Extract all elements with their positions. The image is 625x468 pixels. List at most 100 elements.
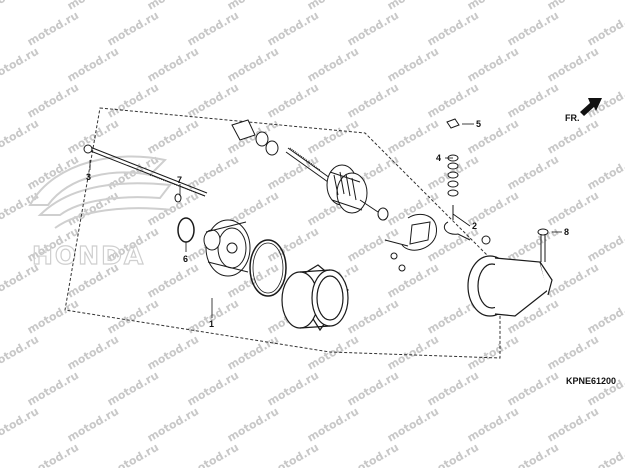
brush-holder-part bbox=[384, 213, 437, 272]
watermark-text: motod.ru bbox=[385, 405, 441, 445]
watermark-text: motod.ru bbox=[545, 333, 601, 373]
watermark-text: motod.ru bbox=[305, 45, 361, 85]
watermark-text: motod.ru bbox=[145, 261, 201, 301]
watermark-text: motod.ru bbox=[145, 45, 201, 85]
watermark-text: motod.ru bbox=[545, 45, 601, 85]
callout-7: 7 bbox=[177, 175, 182, 185]
shaft-washers bbox=[231, 119, 389, 221]
watermark-text: motod.ru bbox=[425, 9, 481, 49]
watermark-text: motod.ru bbox=[345, 9, 401, 49]
watermark-text: motod.ru bbox=[225, 405, 281, 445]
large-o-ring-inner bbox=[252, 242, 284, 294]
armature-part bbox=[285, 147, 379, 214]
watermark-text: motod.ru bbox=[585, 441, 625, 468]
watermark-text: motod.ru bbox=[0, 45, 41, 85]
assembly-boundary bbox=[64, 107, 501, 359]
watermark-text: motod.ru bbox=[0, 333, 41, 373]
yoke-housing-part bbox=[281, 264, 349, 332]
watermark-text: motod.ru bbox=[25, 369, 81, 409]
watermark-text: motod.ru bbox=[105, 441, 161, 468]
callout-8: 8 bbox=[564, 227, 569, 237]
callout-6: 6 bbox=[183, 254, 188, 264]
watermark-text: motod.ru bbox=[345, 369, 401, 409]
watermark-text: motod.ru bbox=[425, 81, 481, 121]
watermark-text: motod.ru bbox=[265, 81, 321, 121]
watermark-text: motod.ru bbox=[305, 405, 361, 445]
watermark-text: motod.ru bbox=[185, 81, 241, 121]
watermark-text: motod.ru bbox=[105, 9, 161, 49]
watermark-text: motod.ru bbox=[0, 405, 41, 445]
watermark-text: motod.ru bbox=[25, 81, 81, 121]
callout-leaders bbox=[89, 123, 562, 318]
watermark-text: motod.ru bbox=[265, 9, 321, 49]
rear-cover-part bbox=[467, 255, 553, 317]
front-cover-part bbox=[203, 219, 251, 277]
watermark-text: motod.ru bbox=[465, 405, 521, 445]
callout-2: 2 bbox=[472, 221, 477, 231]
watermark-text: motod.ru bbox=[585, 153, 625, 193]
watermark-text: motod.ru bbox=[305, 117, 361, 157]
watermark-text: motod.ru bbox=[585, 369, 625, 409]
watermark-text: motod.ru bbox=[265, 153, 321, 193]
callout-3: 3 bbox=[86, 172, 91, 182]
watermark-text: motod.ru bbox=[185, 369, 241, 409]
watermark-text: motod.ru bbox=[25, 441, 81, 468]
watermark-text: motod.ru bbox=[25, 9, 81, 49]
watermark-text: motod.ru bbox=[65, 45, 121, 85]
direction-label: FR. bbox=[565, 113, 580, 123]
large-o-ring-part bbox=[249, 239, 287, 297]
watermark-text: motod.ru bbox=[145, 405, 201, 445]
long-bolt-part bbox=[83, 144, 208, 197]
watermark-text: motod.ru bbox=[0, 117, 41, 157]
watermark-text: motod.ru bbox=[345, 441, 401, 468]
terminal-stack-part bbox=[443, 118, 491, 245]
watermark-text: motod.ru bbox=[545, 261, 601, 301]
watermark-text: motod.ru bbox=[145, 333, 201, 373]
watermark-text: motod.ru bbox=[385, 45, 441, 85]
watermark-text: motod.ru bbox=[65, 333, 121, 373]
watermark-text: motod.ru bbox=[185, 153, 241, 193]
diagram-code: KPNE61200 bbox=[566, 376, 616, 386]
watermark-text: motod.ru bbox=[505, 369, 561, 409]
watermark-text: motod.ru bbox=[265, 441, 321, 468]
watermark-text: motod.ru bbox=[345, 81, 401, 121]
watermark-text: motod.ru bbox=[465, 45, 521, 85]
watermark-text: motod.ru bbox=[105, 297, 161, 337]
o-ring-part bbox=[177, 217, 195, 243]
callout-4: 4 bbox=[436, 153, 441, 163]
watermark-text: motod.ru bbox=[385, 261, 441, 301]
watermark-text: motod.ru bbox=[385, 117, 441, 157]
watermark-text: motod.ru bbox=[465, 333, 521, 373]
watermark-text: motod.ru bbox=[65, 405, 121, 445]
watermark-text: motod.ru bbox=[0, 189, 41, 229]
watermark-text: motod.ru bbox=[265, 369, 321, 409]
flange-bolt-part bbox=[537, 228, 549, 262]
watermark-text: motod.ru bbox=[225, 45, 281, 85]
watermark-text: motod.ru bbox=[25, 297, 81, 337]
honda-logo: HONDA bbox=[28, 155, 173, 271]
watermark-text: motod.ru bbox=[105, 81, 161, 121]
watermark-text: motod.ru bbox=[0, 0, 41, 13]
watermark-text: motod.ru bbox=[185, 441, 241, 468]
watermark-text: motod.ru bbox=[585, 225, 625, 265]
front-direction-arrow bbox=[580, 98, 602, 116]
watermark-text: motod.ru bbox=[505, 441, 561, 468]
watermark-text: motod.ru bbox=[585, 297, 625, 337]
watermark-text: motod.ru bbox=[225, 333, 281, 373]
watermark-text: motod.ru bbox=[145, 117, 201, 157]
watermark-text: motod.ru bbox=[545, 405, 601, 445]
watermark-text: motod.ru bbox=[185, 9, 241, 49]
watermark-text: motod.ru bbox=[505, 225, 561, 265]
watermark-text: motod.ru bbox=[105, 369, 161, 409]
watermark-text: motod.ru bbox=[505, 81, 561, 121]
callout-5: 5 bbox=[476, 119, 481, 129]
callout-1: 1 bbox=[209, 319, 214, 329]
watermark-text: motod.ru bbox=[545, 189, 601, 229]
washer-part bbox=[174, 193, 182, 203]
watermark-text: motod.ru bbox=[25, 153, 81, 193]
watermark-text: motod.ru bbox=[345, 297, 401, 337]
watermark-text: motod.ru bbox=[505, 153, 561, 193]
